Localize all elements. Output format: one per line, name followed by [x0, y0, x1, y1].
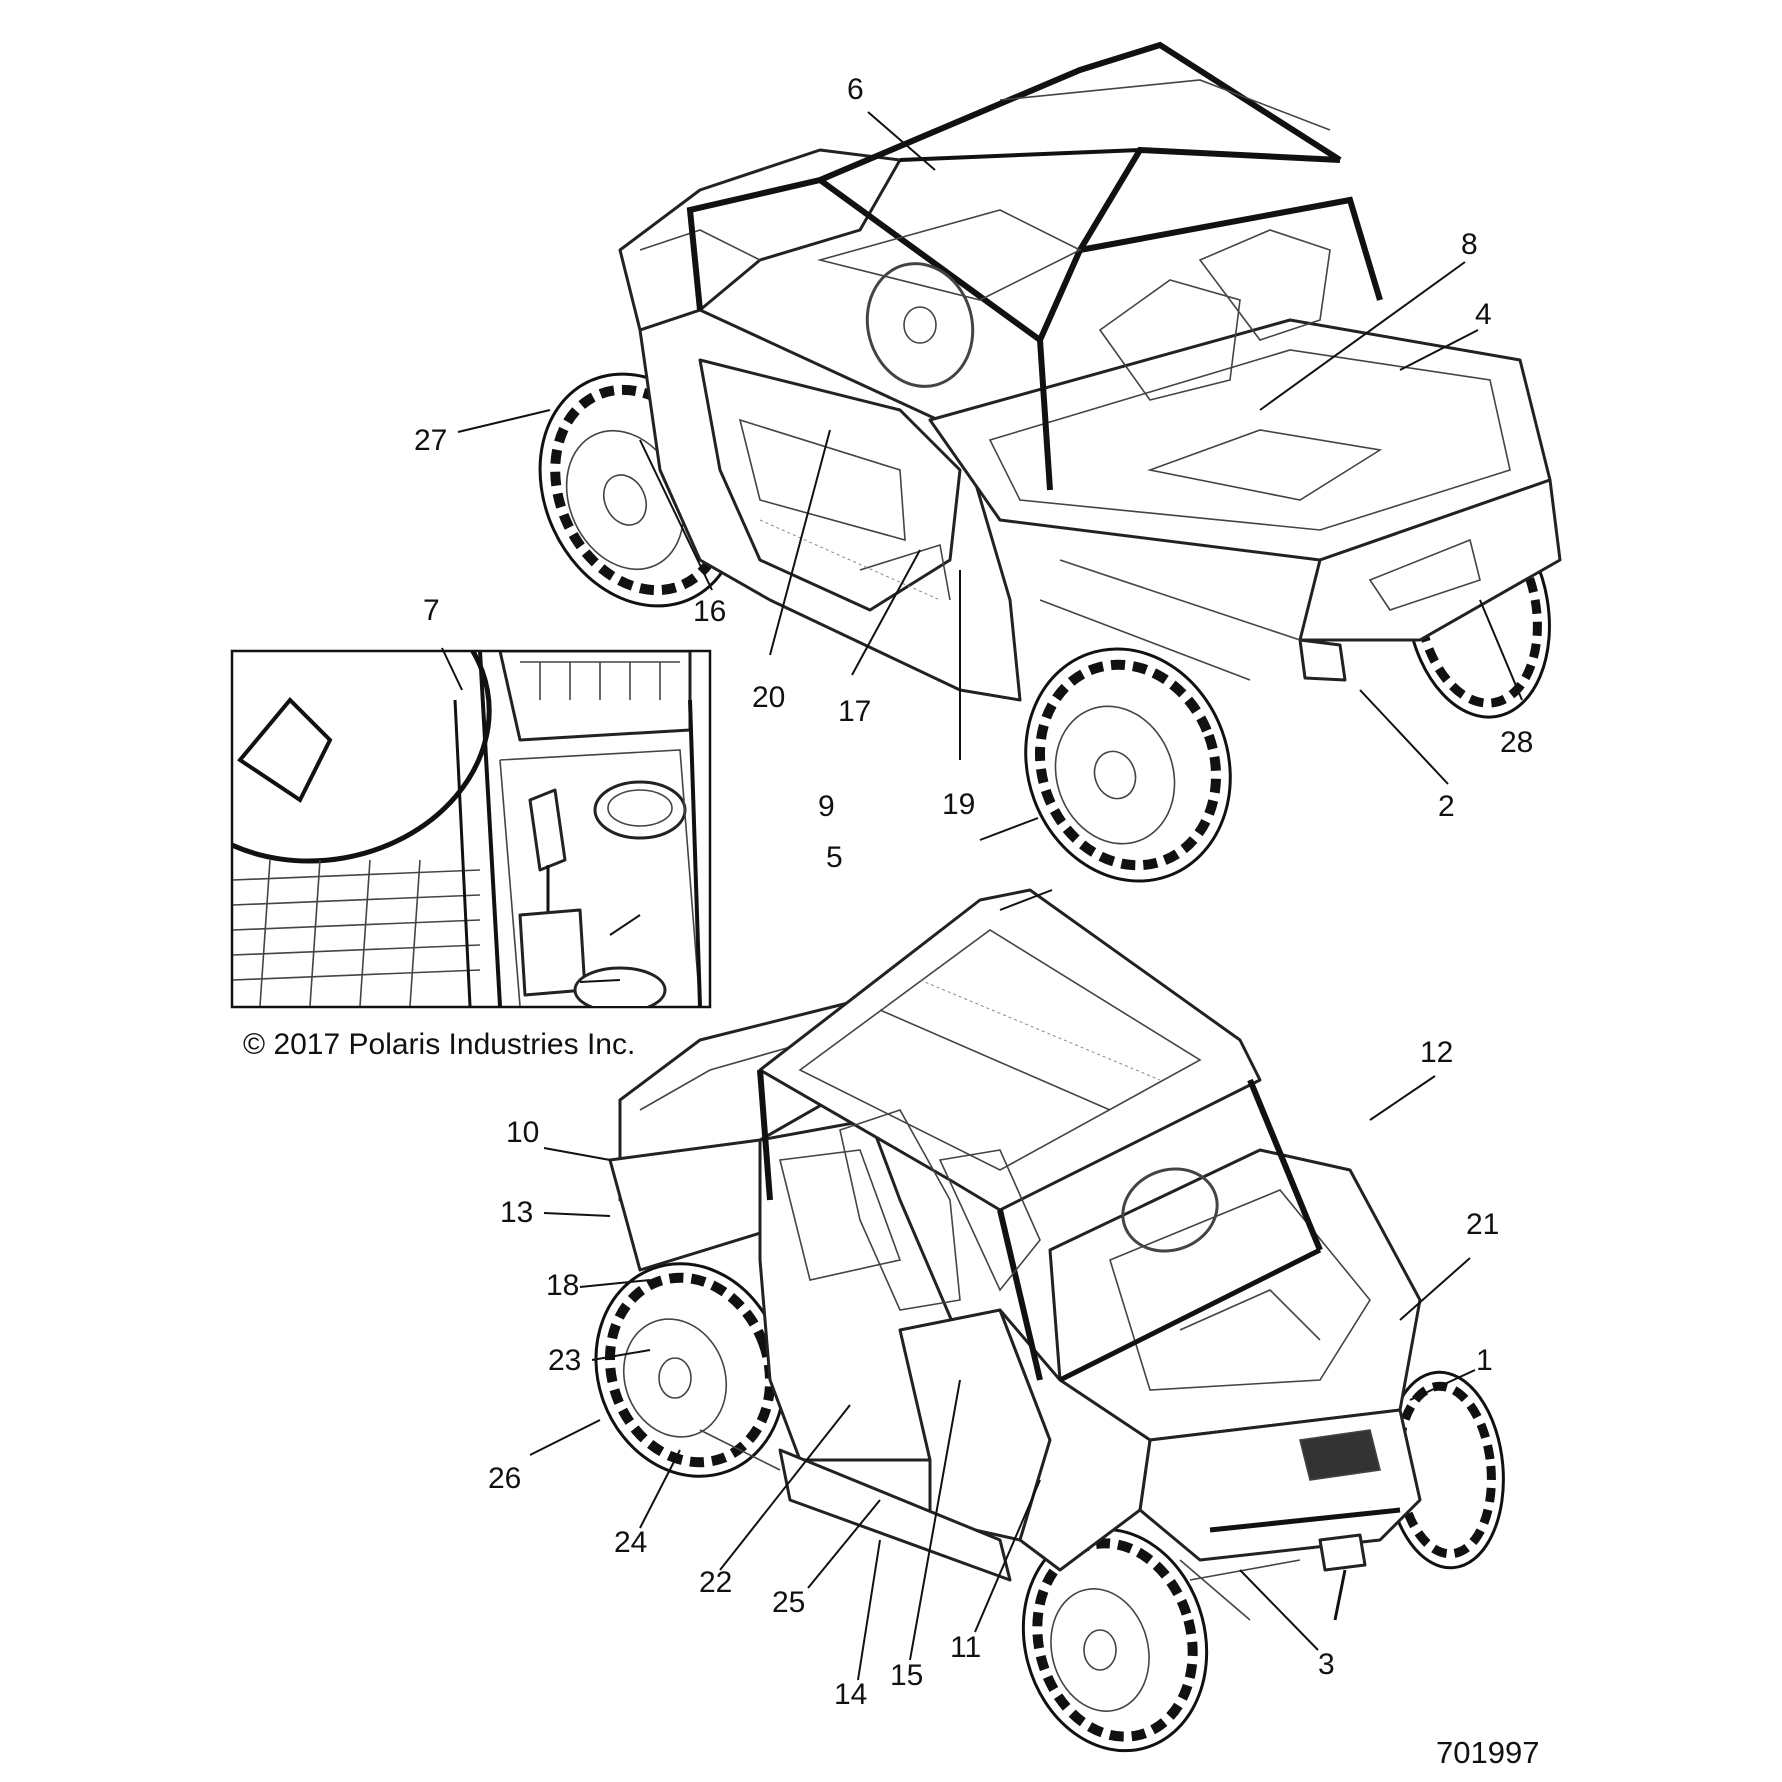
- callout-10: 10: [506, 1116, 540, 1149]
- callout-16: 16: [693, 595, 727, 628]
- top-front-wheel: [1024, 647, 1232, 883]
- callout-21: 21: [1466, 1208, 1500, 1241]
- callout-11: 11: [950, 1631, 982, 1664]
- callout-9: 9: [818, 790, 835, 823]
- callout-19: 19: [942, 788, 976, 821]
- inset-detail: [230, 649, 712, 1009]
- callout-20: 20: [752, 681, 786, 714]
- bottom-left-wheel: [594, 1262, 786, 1478]
- diagram-part-number: 701997: [1436, 1735, 1540, 1770]
- callout-26: 26: [488, 1462, 522, 1495]
- bottom-front-wheel: [1021, 1527, 1209, 1753]
- copyright-notice: © 2017 Polaris Industries Inc.: [243, 1028, 636, 1061]
- callout-2: 2: [1438, 790, 1455, 823]
- callout-1: 1: [1476, 1344, 1493, 1377]
- callout-18: 18: [546, 1269, 580, 1302]
- callout-6: 6: [847, 73, 864, 106]
- callout-4: 4: [1475, 298, 1492, 331]
- callout-15: 15: [890, 1659, 924, 1692]
- callout-25: 25: [772, 1586, 806, 1619]
- callout-23: 23: [548, 1344, 582, 1377]
- callout-3: 3: [1318, 1648, 1335, 1681]
- callout-14: 14: [834, 1678, 868, 1711]
- callout-28: 28: [1500, 726, 1534, 759]
- bottom-vehicle: [594, 888, 1505, 1753]
- callout-5: 5: [826, 841, 843, 874]
- callout-12: 12: [1420, 1036, 1454, 1069]
- callout-17: 17: [838, 695, 872, 728]
- top-vehicle: [538, 41, 1562, 883]
- callout-8: 8: [1461, 228, 1478, 261]
- leader-lines: [441, 111, 1523, 1681]
- callout-24: 24: [614, 1526, 648, 1559]
- callout-27: 27: [414, 424, 448, 457]
- callout-7: 7: [423, 594, 440, 627]
- callout-22: 22: [699, 1566, 733, 1599]
- callout-13: 13: [500, 1196, 534, 1229]
